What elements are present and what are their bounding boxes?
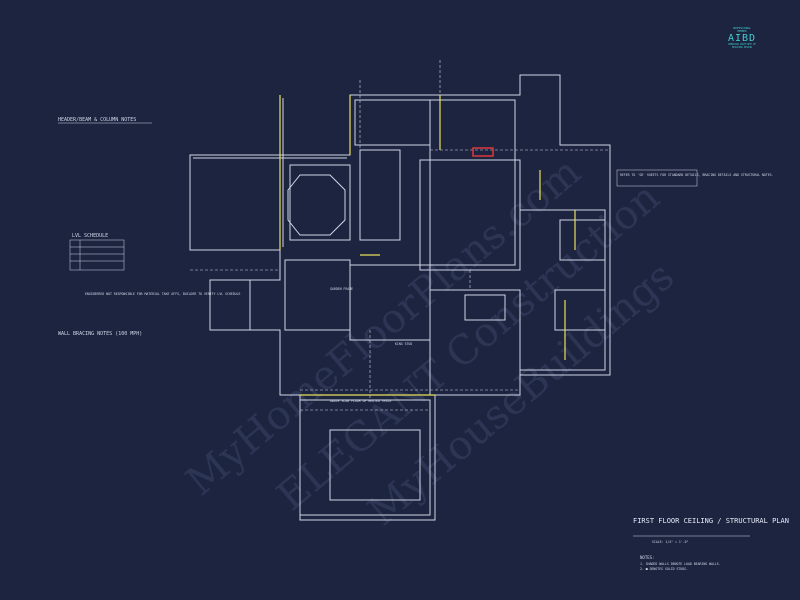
- plan-title: FIRST FLOOR CEILING / STRUCTURAL PLAN: [633, 517, 789, 525]
- footnote-1: 1. SHADED WALLS DENOTE LOAD BEARING WALL…: [640, 562, 721, 566]
- beam-lines: [190, 60, 610, 411]
- logo-top-text: PROFESSIONAL MEMBER: [732, 27, 752, 33]
- refer-note: REFER TO 'SD' SHEETS FOR STANDARD DETAIL…: [620, 173, 774, 177]
- label-garden-frame: GARDEN FRAME: [330, 287, 353, 291]
- logo-letters: AIBD: [728, 33, 757, 44]
- load-bearing-walls: [279, 95, 576, 396]
- notes-header-title: HEADER/BEAM & COLUMN NOTES: [58, 117, 136, 123]
- logo-bottom-text: AMERICAN INSTITUTE OF BUILDING DESIGN: [728, 43, 756, 49]
- fireplace: [472, 147, 494, 157]
- aibd-logo: PROFESSIONAL MEMBER AIBD AMERICAN INSTIT…: [728, 27, 756, 67]
- notes-footer-title: NOTES:: [640, 555, 654, 560]
- label-king-stud: KING STUD: [395, 342, 412, 346]
- engineer-note: ENGINEERED NOT RESPONSIBLE FOR MATERIAL …: [85, 292, 241, 296]
- lvl-schedule-table: [69, 239, 125, 271]
- building-outline: [189, 74, 611, 521]
- refer-note-box: [616, 169, 698, 187]
- footnote-2: 2. ■ DENOTES SOLID STUDS.: [640, 567, 688, 571]
- lvl-schedule-title: LVL SCHEDULE: [72, 233, 108, 239]
- watermark: MyHomeFloorPlans.com ELEGANT Constructio…: [178, 149, 683, 535]
- scale-label: SCALE: 1/4" = 1'-0": [652, 540, 689, 544]
- slab-note: ABOVE SLAB FLOOR OF HEATED SPACE: [330, 399, 391, 403]
- wall-bracing-title: WALL BRACING NOTES (100 MPH): [58, 331, 142, 337]
